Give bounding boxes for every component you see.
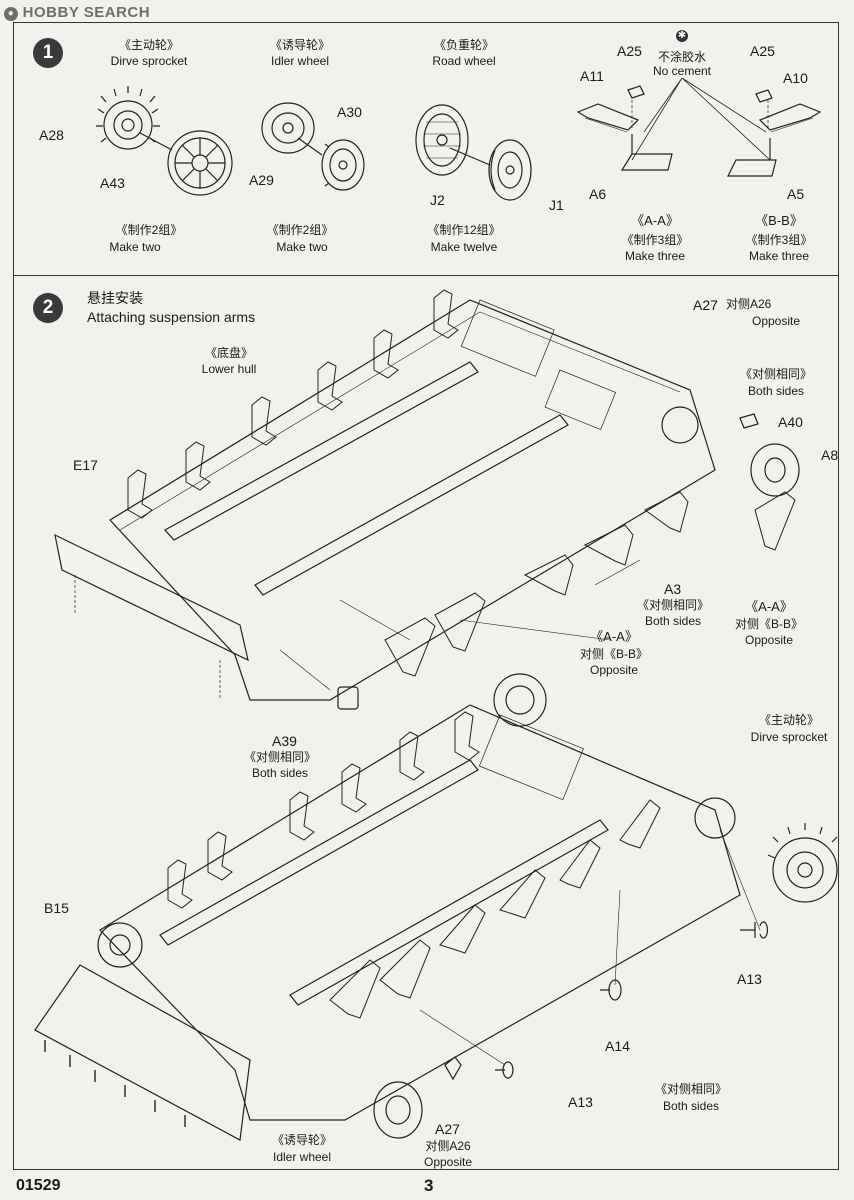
- callout-a25-left: A25: [617, 43, 642, 59]
- road-wheel-drawing: [415, 104, 532, 201]
- callout-b15: B15: [44, 900, 69, 916]
- callout-a11: A11: [580, 68, 604, 84]
- both-sides-bottom-cn: 《对侧相同》: [654, 1082, 728, 1096]
- callout-j1: J1: [549, 197, 564, 213]
- instruction-frame: [13, 22, 839, 1170]
- callout-a6: A6: [589, 186, 607, 202]
- no-cement-cn: 不涂胶水: [657, 50, 707, 64]
- page-number: 3: [424, 1176, 434, 1195]
- a27-top-note-cn: 对侧A26: [726, 297, 772, 311]
- idler-wheel-drawing: [261, 102, 365, 191]
- callout-e17: E17: [73, 457, 98, 473]
- callout-a10: A10: [783, 70, 808, 86]
- sprocket-label-cn: 《主动轮》: [118, 38, 180, 52]
- sprocket-qty-cn: 《制作2组》: [115, 223, 183, 237]
- aa-qty-cn: 《制作3组》: [621, 233, 689, 247]
- callout-a13-right: A13: [737, 971, 762, 987]
- a27-bottom-note-en: Opposite: [423, 1155, 473, 1169]
- aa-mid-opposite-cn: 对侧《B-B》: [579, 647, 649, 661]
- road-wheel-label-en: Road wheel: [432, 54, 496, 68]
- callout-a29: A29: [249, 172, 274, 188]
- sprocket-step2-en: Dirve sprocket: [750, 730, 828, 744]
- aa-assembly-label: 《A-A》: [631, 213, 679, 228]
- step-divider: [13, 275, 839, 276]
- callout-a43: A43: [100, 175, 125, 191]
- watermark: ● HOBBY SEARCH: [4, 4, 150, 21]
- both-sides-bottom-en: Both sides: [662, 1099, 720, 1113]
- callout-a30: A30: [337, 104, 362, 120]
- a3-both-sides-cn: 《对侧相同》: [636, 598, 710, 612]
- sprocket-qty-en: Make two: [109, 240, 161, 254]
- aa-qty-en: Make three: [624, 249, 686, 263]
- step-1-number: 1: [33, 38, 63, 68]
- a27-bottom-note-cn: 对侧A26: [425, 1139, 471, 1153]
- road-wheel-qty-cn: 《制作12组》: [427, 223, 501, 237]
- callout-a40: A40: [778, 414, 803, 430]
- both-sides-top-cn: 《对侧相同》: [739, 367, 813, 381]
- bb-assembly-label: 《B-B》: [755, 213, 803, 228]
- aa-mid-opposite-en: Opposite: [589, 663, 639, 677]
- lower-hull-drawing: [34, 673, 838, 1141]
- callout-a25-right: A25: [750, 43, 775, 59]
- callout-a13-bottom: A13: [568, 1094, 593, 1110]
- road-wheel-qty-en: Make twelve: [430, 240, 498, 254]
- a27-top-note-en: Opposite: [752, 314, 801, 328]
- callout-a14: A14: [605, 1038, 630, 1054]
- road-wheel-label-cn: 《负重轮》: [433, 38, 495, 52]
- callout-a28: A28: [39, 127, 64, 143]
- bb-qty-cn: 《制作3组》: [745, 233, 813, 247]
- idler-step2-cn: 《诱导轮》: [271, 1133, 333, 1147]
- bb-qty-en: Make three: [748, 249, 810, 263]
- aa-right-opposite-cn: 对侧《B-B》: [734, 617, 804, 631]
- aa-mid-label: 《A-A》: [590, 629, 638, 644]
- a39-both-sides-en: Both sides: [251, 766, 309, 780]
- suspension-arm-drawings: [576, 77, 822, 177]
- step-2-number: 2: [33, 293, 63, 323]
- no-cement-icon: ✱: [676, 30, 688, 42]
- both-sides-top-en: Both sides: [747, 384, 805, 398]
- callout-a27-top: A27: [693, 297, 718, 313]
- lower-hull-en: Lower hull: [201, 362, 257, 376]
- watermark-text: HOBBY SEARCH: [22, 4, 151, 21]
- lower-hull-cn: 《底盘》: [204, 346, 254, 360]
- callout-a5: A5: [787, 186, 805, 202]
- a39-both-sides-cn: 《对侧相同》: [243, 750, 317, 764]
- sprocket-step2-cn: 《主动轮》: [758, 713, 820, 727]
- upper-hull-drawing: [54, 289, 800, 710]
- idler-qty-en: Make two: [276, 240, 328, 254]
- aa-right-opposite-en: Opposite: [744, 633, 794, 647]
- hobby-search-logo-icon: ●: [4, 7, 18, 21]
- product-code: 01529: [16, 1177, 61, 1194]
- step-2-title-en: Attaching suspension arms: [87, 309, 256, 325]
- a3-both-sides-en: Both sides: [644, 614, 702, 628]
- sprocket-label-en: Dirve sprocket: [110, 54, 188, 68]
- step-2-title-cn: 悬挂安装: [87, 290, 143, 306]
- callout-j2: J2: [430, 192, 445, 208]
- idler-label-cn: 《诱导轮》: [269, 38, 331, 52]
- idler-qty-cn: 《制作2组》: [266, 223, 334, 237]
- idler-label-en: Idler wheel: [270, 54, 330, 68]
- drive-sprocket-drawing: [96, 86, 233, 196]
- callout-a27-bottom: A27: [435, 1121, 460, 1137]
- idler-step2-en: Idler wheel: [272, 1150, 332, 1164]
- callout-a3: A3: [664, 581, 682, 597]
- callout-a39: A39: [272, 733, 297, 749]
- callout-a8: A8: [821, 447, 839, 463]
- no-cement-en: No cement: [652, 64, 712, 78]
- aa-right-label: 《A-A》: [745, 599, 793, 614]
